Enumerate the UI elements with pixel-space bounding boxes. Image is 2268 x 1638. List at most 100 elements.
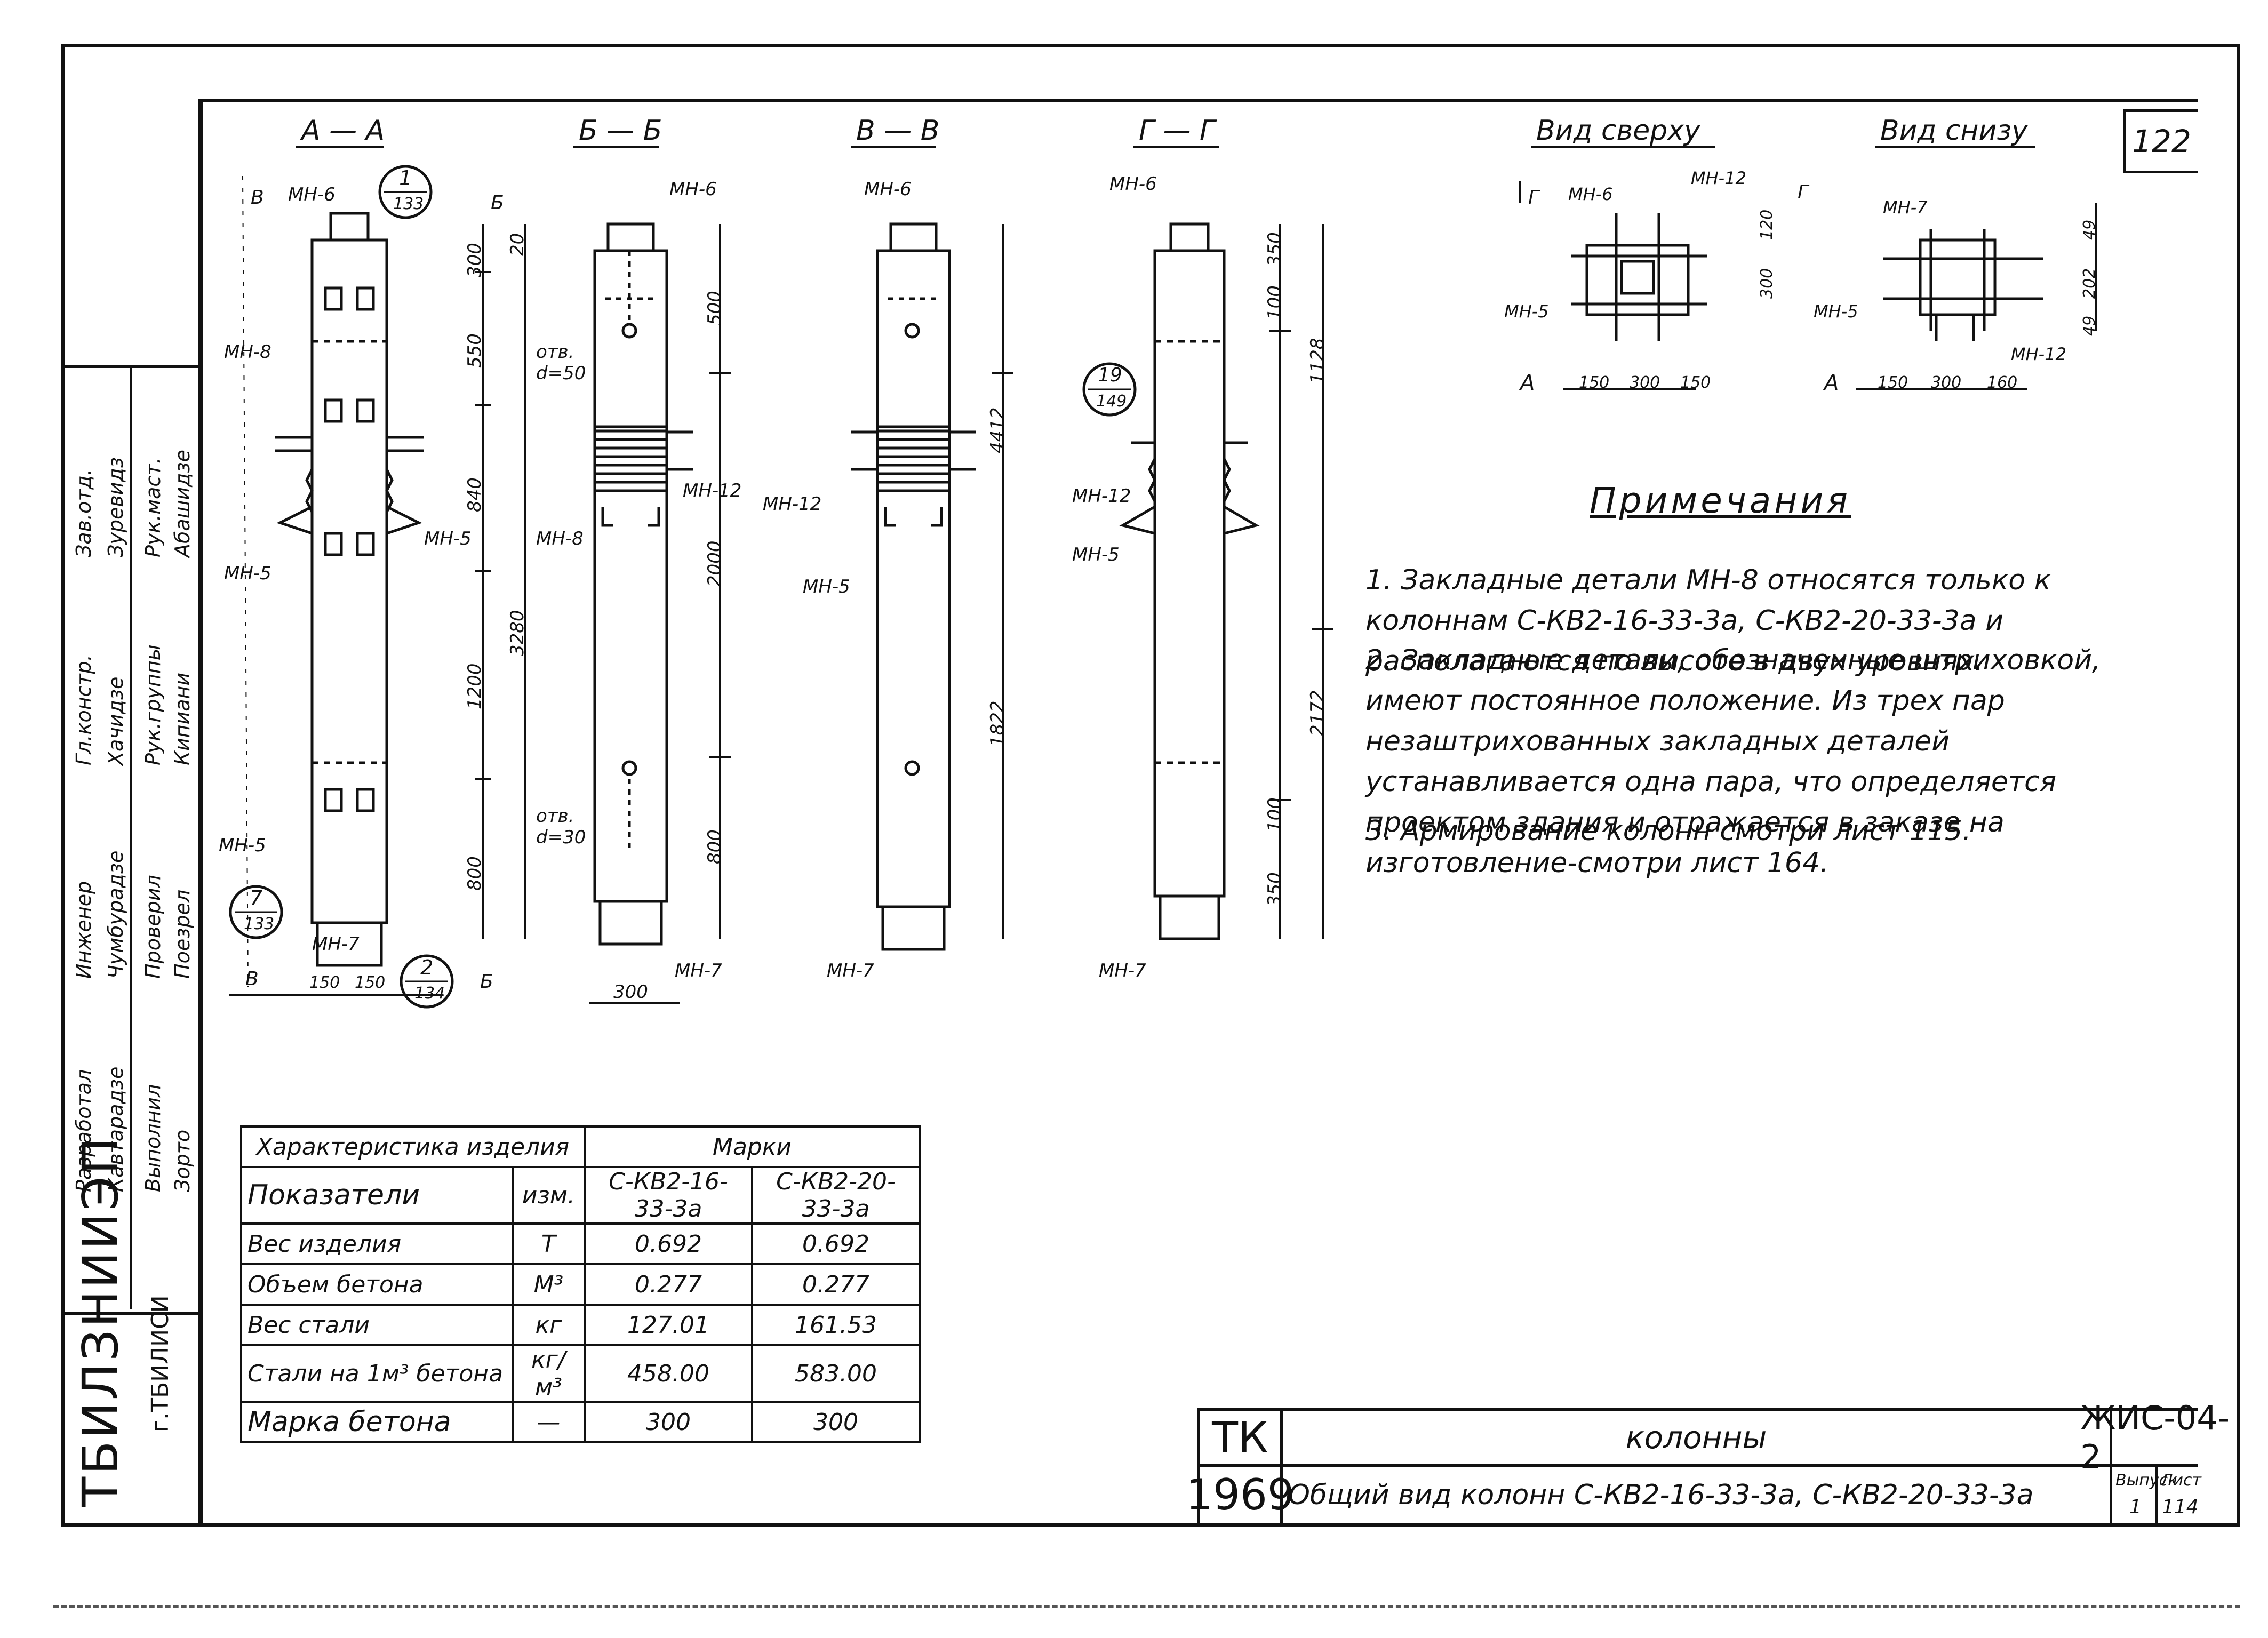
char-row-v2: 0.692 (751, 1222, 921, 1265)
char-header-right: Марки (584, 1125, 921, 1168)
label-mn12-gg: МН-12 (1072, 485, 1131, 507)
dim-800-bb: 800 (704, 829, 725, 864)
callout-2-sheet: 134 (414, 984, 445, 1003)
tb-title: колонны (1280, 1408, 2112, 1467)
dim-3280-aa: 3280 (507, 610, 528, 656)
char-col-m1: С-КВ2-16-33-3а (584, 1166, 753, 1225)
dim-2172-gg: 2172 (1307, 690, 1328, 736)
section-title-bb: Б — Б (579, 115, 662, 147)
dims-bb (589, 224, 731, 1004)
char-row-v1: 458.00 (584, 1344, 753, 1403)
view-top (1519, 181, 1707, 390)
view-bottom (1856, 203, 2097, 390)
sec-mark-bb-top: Б (491, 192, 504, 214)
dim-800-aa: 800 (464, 856, 485, 891)
dim-2000-bb: 2000 (704, 540, 725, 587)
drawing-frame (61, 44, 2240, 1527)
notes-title: Примечания (1590, 480, 1851, 521)
label-mn5-top: МН-5 (1504, 301, 1549, 322)
label-mn7-vv: МН-7 (827, 960, 874, 981)
char-row-name: Вес изделия (240, 1222, 514, 1265)
char-row-unit: кг (511, 1304, 586, 1346)
callout-7-sheet: 133 (244, 915, 275, 933)
dim-100-gg-bot: 100 (1264, 797, 1285, 832)
view-top-title: Вид сверху (1536, 115, 1700, 147)
dims-gg (1269, 224, 1333, 939)
note-2: 2. Закладные детали, обозначенные штрихо… (1365, 644, 2101, 879)
label-mn6-aa: МН-6 (288, 184, 336, 205)
label-mn5-aa-l: МН-5 (224, 563, 271, 584)
tb-code: ЖИС-04-2 (2080, 1399, 2230, 1476)
char-row-v1: 127.01 (584, 1304, 753, 1346)
table-row: Вес изделия Т 0.692 0.692 (240, 1222, 921, 1265)
drawing-field (200, 99, 2198, 1525)
sec-mark-bb-bot: Б (480, 971, 493, 993)
column-vv (851, 222, 976, 951)
dims-vv (992, 224, 1013, 939)
section-title-aa: А — А (301, 115, 385, 147)
char-row-v2: 300 (751, 1401, 921, 1443)
table-row: Вес стали кг 127.01 161.53 (240, 1304, 921, 1346)
dim-1822-vv: 1822 (987, 700, 1008, 747)
char-row-unit: — (511, 1401, 586, 1443)
dim-550-aa: 550 (464, 333, 485, 368)
trim-line (53, 1605, 2240, 1608)
callout-1: 1 (399, 166, 412, 190)
label-mn7-gg: МН-7 (1099, 960, 1146, 981)
sec-mark-g-top: Г (1528, 187, 1539, 209)
dim-150-top-1: 150 (1579, 373, 1610, 392)
char-row-name: Марка бетона (240, 1401, 514, 1443)
dim-150-top-2: 150 (1680, 373, 1711, 392)
label-mn6-vv: МН-6 (864, 179, 912, 200)
side-stamp: Зав.отд. Зуревидз Рук.маст. Абашидзе Гл.… (61, 99, 201, 1525)
label-mn12-top: МН-12 (1691, 168, 1746, 188)
dim-350-gg-bot: 350 (1264, 872, 1285, 907)
dim-1200-aa: 1200 (464, 663, 485, 709)
tb-list-label: Лист (2161, 1471, 2202, 1490)
char-row-unit: кг/м³ (511, 1344, 586, 1403)
column-gg (1119, 222, 1260, 940)
label-mn6-gg: МН-6 (1109, 173, 1157, 195)
label-mn7-bb: МН-7 (675, 960, 722, 981)
sec-mark-b-bot: В (245, 968, 259, 990)
tb-list-value: 114 (2162, 1496, 2199, 1518)
tb-issue-value: 1 (2129, 1496, 2142, 1518)
title-block: ТК 1969 колонны Общий вид колонн С-КВ2-1… (1186, 1399, 2230, 1525)
dim-49b-bot-v: 49 (2080, 315, 2099, 336)
label-mn5-aa-r: МН-5 (424, 528, 472, 549)
label-mn8-bb: МН-8 (536, 528, 584, 549)
label-mn12-vv: МН-12 (763, 493, 822, 515)
dim-500-bb: 500 (704, 291, 725, 325)
label-mn5-bot: МН-5 (1814, 301, 1858, 322)
dim-49-bot-v: 49 (2080, 219, 2099, 240)
char-col-m2: С-КВ2-20-33-3а (751, 1166, 921, 1225)
label-otv30: отв. d=30 (536, 805, 586, 848)
label-mn12-bot: МН-12 (2011, 344, 2066, 364)
characteristics-table: Характеристика изделия Марки Показатели … (240, 1125, 921, 1443)
char-row-v1: 0.692 (584, 1222, 753, 1265)
dim-20-aa: 20 (507, 233, 528, 256)
char-header-left: Характеристика изделия (240, 1125, 586, 1168)
dim-150-aa-2: 150 (355, 973, 386, 992)
char-row-v1: 300 (584, 1401, 753, 1443)
dim-100-gg-top: 100 (1264, 285, 1285, 320)
section-title-vv: В — В (856, 115, 940, 147)
tb-issue-label: Выпуск (2115, 1471, 2178, 1490)
label-mn8: МН-8 (224, 341, 271, 363)
column-bb (593, 222, 693, 946)
char-row-v2: 0.277 (751, 1263, 921, 1306)
char-row-name: Объем бетона (240, 1263, 514, 1306)
tb-series: ТК (1197, 1408, 1283, 1467)
table-row: Стали на 1м³ бетона кг/м³ 458.00 583.00 (240, 1344, 921, 1403)
stamp-divider (130, 365, 132, 1309)
view-bottom-title: Вид снизу (1880, 115, 2028, 147)
tb-issue-cell: Выпуск 1 (2110, 1464, 2177, 1525)
note-3: 3. Армирование колонн смотри лист 115. (1365, 815, 1971, 847)
label-mn7-aa: МН-7 (312, 933, 360, 955)
dim-350-gg-top: 350 (1264, 232, 1285, 267)
dim-202-bot-v: 202 (2080, 268, 2099, 299)
dim-120-top-v: 120 (1758, 209, 1776, 240)
label-mn12-bb: МН-12 (683, 480, 742, 501)
dims-aa (229, 175, 526, 996)
